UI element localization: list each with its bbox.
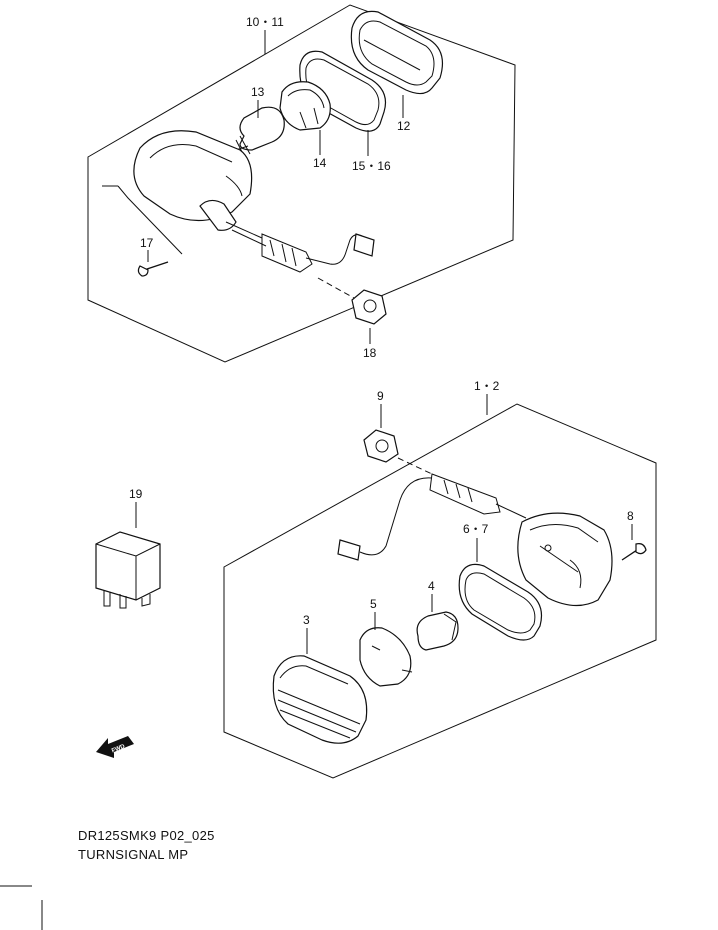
callout-8: 8 [627,509,634,523]
upper-assembly-frame [87,4,516,363]
gasket-part-6-7 [458,538,543,641]
callout-19: 19 [129,487,143,501]
lamp-body-part-1-2 [517,512,613,607]
nut-part-18 [317,277,387,344]
callout-10-11: 10・11 [246,15,284,29]
bulb-part-4 [416,594,459,651]
callout-17: 17 [140,236,154,250]
callout-6-7: 6・7 [463,522,489,536]
socket-part-14 [279,81,331,155]
screw-part-8 [621,524,647,561]
callout-15-16: 15・16 [352,159,391,173]
callout-3: 3 [303,613,310,627]
diagram-title: TURNSIGNAL MP [78,847,189,862]
callout-13: 13 [251,85,265,99]
socket-part-5 [359,612,413,687]
housing-part-12 [350,10,443,118]
lamp-body-part-10-11 [102,130,375,273]
screw-part-17 [137,250,169,277]
fwd-label: FWD [111,744,127,755]
callout-18: 18 [363,346,377,360]
nut-part-9 [363,404,433,475]
bulb-part-13 [235,100,285,157]
callout-4: 4 [428,579,435,593]
lower-assembly-frame [223,403,657,779]
callout-14: 14 [313,156,327,170]
lower-wiring [337,473,527,561]
callout-5: 5 [370,597,377,611]
lens-part-3 [272,628,368,744]
callout-9: 9 [377,389,384,403]
diagram-code: DR125SMK9 P02_025 [78,828,215,843]
callout-1-2: 1・2 [474,379,500,393]
relay-part-19 [95,502,161,609]
callout-12: 12 [397,119,411,133]
fwd-arrow-icon: FWD [96,736,134,758]
